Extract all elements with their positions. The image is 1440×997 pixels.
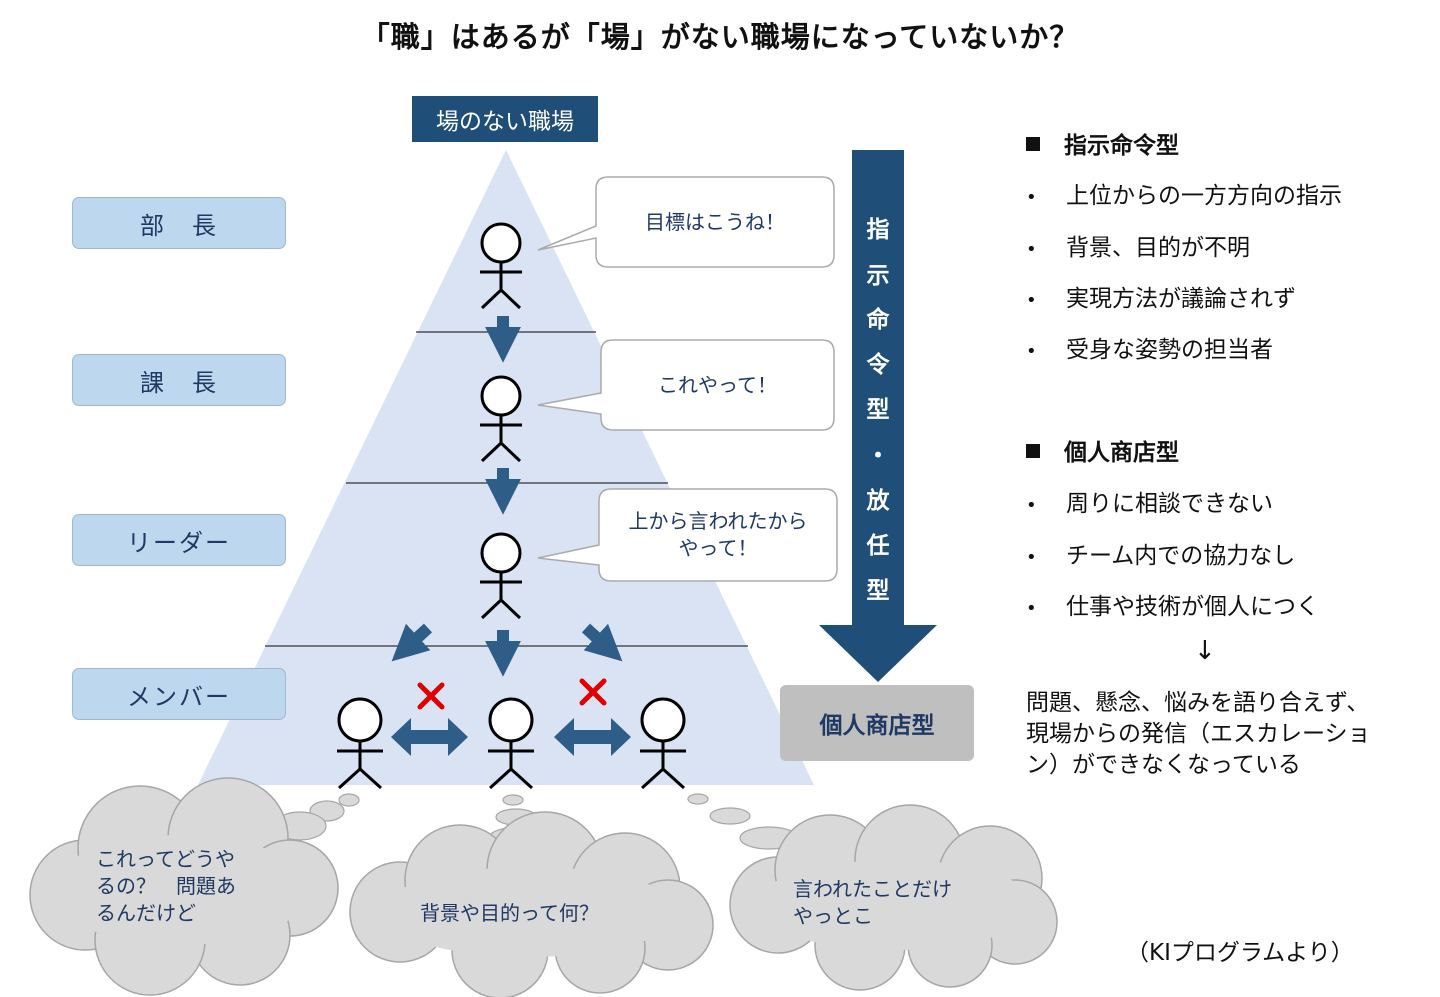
section-heading-individual: 個人商店型 xyxy=(1026,433,1179,467)
stick-figure-bucho xyxy=(480,222,522,310)
speech-bubble xyxy=(537,488,838,582)
bullet-icon: • xyxy=(1026,547,1037,568)
arrow-label-char: 型 xyxy=(866,578,890,604)
diagonal-arrow xyxy=(581,623,623,662)
stick-figure-leader xyxy=(480,532,522,620)
diagonal-arrow xyxy=(391,623,433,662)
speech-text-bucho: 目標はこうね！ xyxy=(645,209,785,234)
thought-text-2: 背景や目的って何？ xyxy=(420,901,599,925)
arrow-label-char: 任 xyxy=(866,533,890,559)
arrow-label-char: 令 xyxy=(866,352,890,378)
list-item: •背景、目的が不明 xyxy=(1026,235,1250,261)
square-bullet-icon xyxy=(1026,137,1040,151)
arrow-label-char: ・ xyxy=(866,443,890,469)
section-heading-directive: 指示命令型 xyxy=(1026,126,1179,160)
list-item: •仕事や技術が個人につく xyxy=(1026,594,1319,620)
arrow-label-char: 型 xyxy=(866,397,890,423)
list-item: •チーム内での協力なし xyxy=(1026,543,1296,569)
source-note: （KIプログラムより） xyxy=(1126,940,1354,966)
individual-shop-box: 個人商店型 xyxy=(780,685,974,761)
stick-figure-member xyxy=(640,697,686,790)
speech-bubble xyxy=(537,176,835,268)
arrow-label-char: 指 xyxy=(866,217,890,243)
bullet-icon: • xyxy=(1026,495,1037,516)
speech-bubble xyxy=(537,339,835,431)
role-member: メンバー xyxy=(72,668,286,720)
thought-cloud xyxy=(729,804,1058,991)
list-item: •周りに相談できない xyxy=(1026,491,1273,517)
role-kacho: 課 長 xyxy=(72,354,286,406)
thought-text-3: 言われたことだけ やっとこ xyxy=(793,877,952,928)
list-item: •受身な姿勢の担当者 xyxy=(1026,337,1273,363)
pyramid-label: 場のない職場 xyxy=(412,96,598,142)
speech-text-kacho: これやって！ xyxy=(658,372,777,397)
stick-figure-member xyxy=(488,697,534,790)
speech-text-leader: 上から言われたから やって！ xyxy=(628,509,808,560)
bullet-icon: • xyxy=(1026,341,1037,362)
conclusion-text: 問題、懸念、悩みを語り合えず、現場からの発信（エスカレーション）ができなくなって… xyxy=(1026,690,1371,778)
pyramid xyxy=(198,150,814,785)
stick-figure-kacho xyxy=(480,375,522,463)
result-arrow: ↓ xyxy=(1194,636,1216,666)
arrow-label-char: 放 xyxy=(866,488,890,514)
double-arrow xyxy=(391,718,631,756)
arrow-label-char: 命 xyxy=(866,307,890,333)
bullet-icon: • xyxy=(1026,598,1037,619)
thought-cloud xyxy=(29,777,339,996)
bullet-icon: • xyxy=(1026,239,1037,260)
role-leader: リーダー xyxy=(72,514,286,566)
square-bullet-icon xyxy=(1026,444,1040,458)
list-item: •上位からの一方方向の指示 xyxy=(1026,183,1342,209)
bullet-icon: • xyxy=(1026,290,1037,311)
bullet-icon: • xyxy=(1026,187,1037,208)
thought-cloud xyxy=(349,811,714,997)
instruction-arrow xyxy=(819,150,937,682)
arrow-label-char: 示 xyxy=(866,263,890,289)
stick-figure-member xyxy=(337,697,383,790)
list-item: •実現方法が議論されず xyxy=(1026,286,1296,312)
cross-icon xyxy=(417,678,607,710)
role-bucho: 部 長 xyxy=(72,197,286,249)
thought-text-1: これってどうや るの？ 問題あ るんだけど xyxy=(96,847,236,925)
page-title: 「職」はあるが「場」がない職場になっていないか？ xyxy=(360,20,1080,54)
